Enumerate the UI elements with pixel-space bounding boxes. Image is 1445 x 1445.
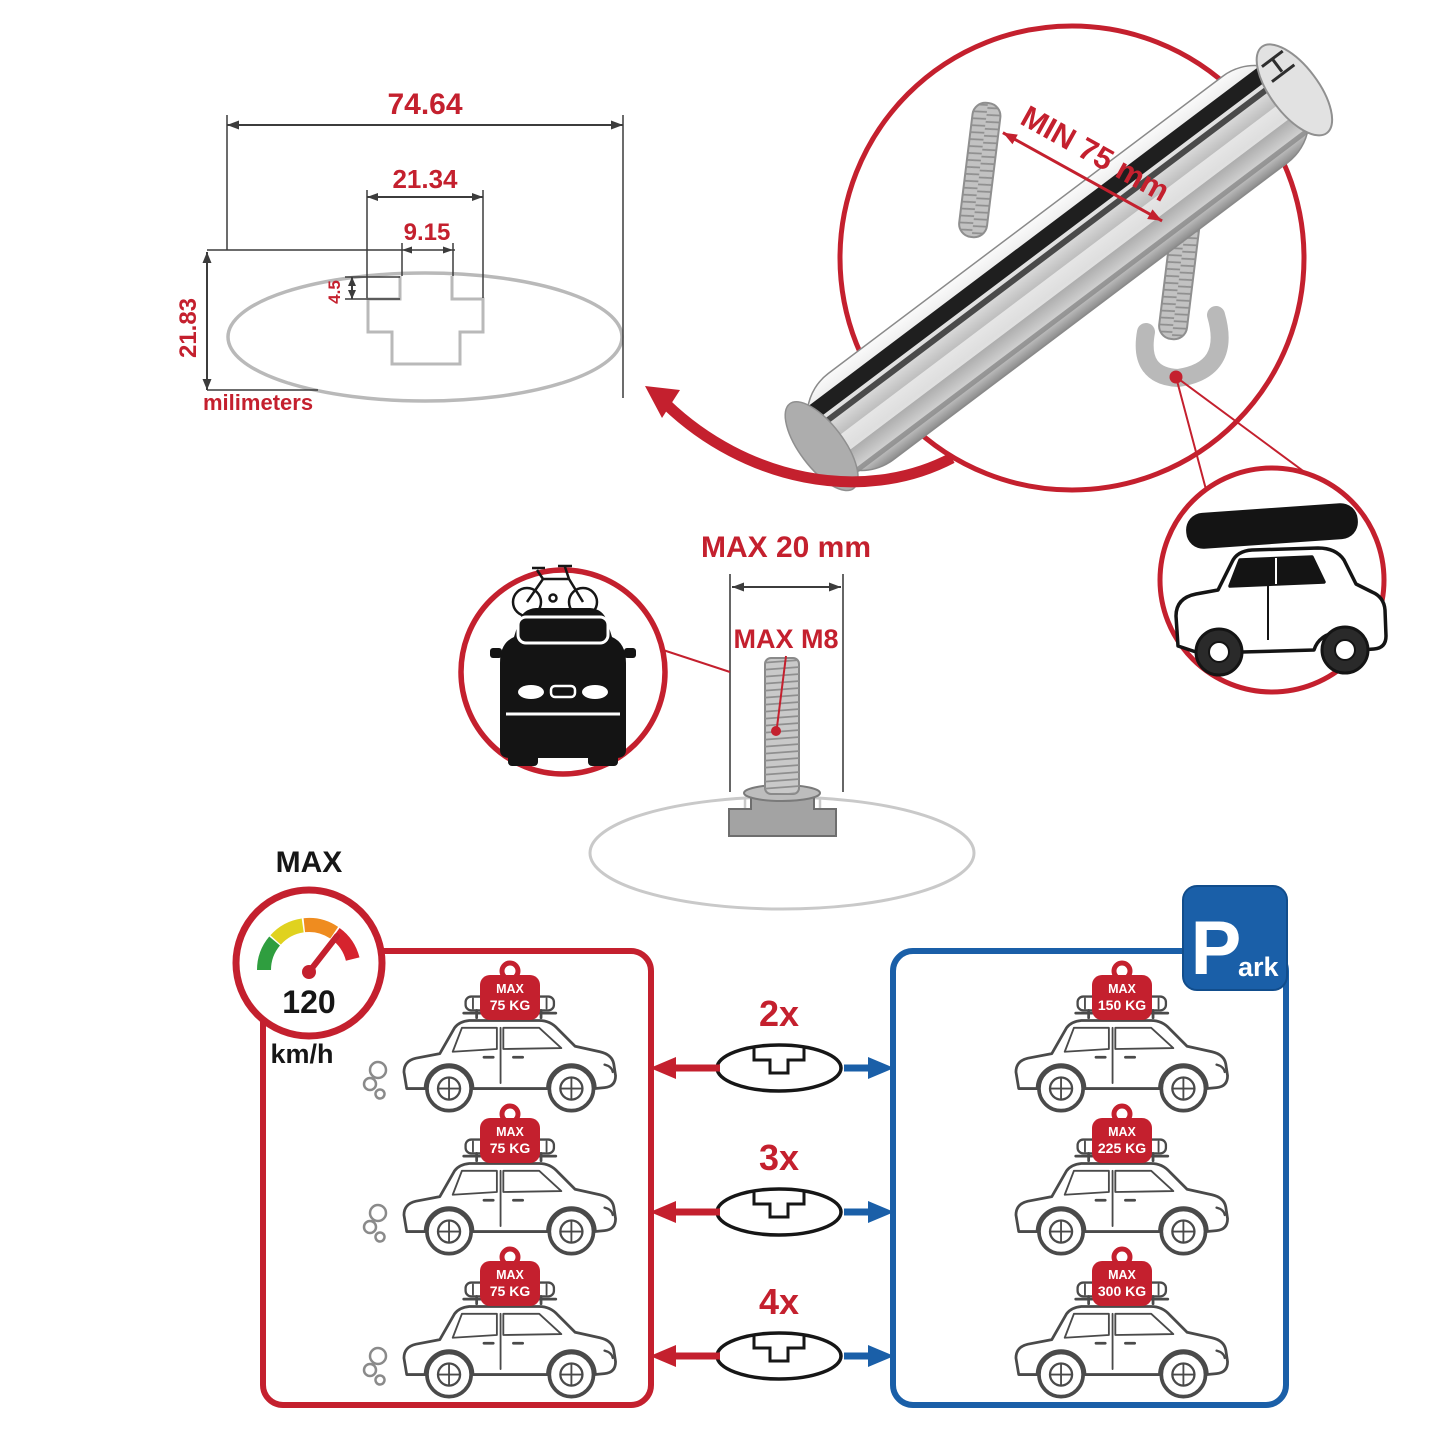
load-tag-line2: 225 KG xyxy=(1098,1140,1146,1156)
arrow-to-driving xyxy=(650,1345,720,1367)
aluminum-crossbar xyxy=(784,43,1334,492)
load-tag: MAX 75 KG xyxy=(480,1106,540,1163)
roof-cargo-box xyxy=(1186,503,1358,549)
load-tag-line2: 75 KG xyxy=(490,1140,531,1156)
crossbar-cross-section-ellipse xyxy=(226,271,624,403)
callout-line-1 xyxy=(1175,376,1209,498)
profile-dimension-diagram: 74.64 21.34 9.15 21.83 4.5 milimeters xyxy=(175,88,624,415)
bike-rack-use-case xyxy=(458,564,668,777)
parking-sign-letter: P xyxy=(1191,906,1242,991)
speed-units: km/h xyxy=(270,1039,333,1069)
load-tag-line1: MAX xyxy=(496,1125,524,1139)
crossbar-count-label: 2x xyxy=(759,993,799,1034)
dim-total-height-label: 21.83 xyxy=(175,298,202,358)
load-tag: MAX 150 KG xyxy=(1092,963,1152,1020)
gauge-needle xyxy=(306,933,340,975)
load-tag-line1: MAX xyxy=(1108,982,1136,996)
arrow-to-driving xyxy=(650,1201,720,1223)
crossbar-channel-groove xyxy=(800,61,1277,424)
thread-leader-line xyxy=(776,655,787,728)
load-tag: MAX 75 KG xyxy=(480,1249,540,1306)
detail-circle xyxy=(837,23,1307,493)
speed-value: 120 xyxy=(282,984,335,1020)
crossbar-count-label: 4x xyxy=(759,1281,799,1322)
bolt-length-label: MAX 20 mm xyxy=(701,531,871,564)
dimension-lines xyxy=(202,115,624,398)
crossbar-section-icon xyxy=(715,1331,843,1381)
speed-limit-label: MAX xyxy=(276,846,343,879)
load-tag: MAX 225 KG xyxy=(1092,1106,1152,1163)
bolt-threads xyxy=(765,658,799,794)
arrow-to-parked xyxy=(844,1057,894,1079)
load-tag: MAX 75 KG xyxy=(480,963,540,1020)
usage-comparison: MAX 120 km/h P ark MAX xyxy=(232,846,1289,1408)
units-label: milimeters xyxy=(203,390,313,415)
parking-sign-rest: ark xyxy=(1238,952,1280,982)
callout-line-2 xyxy=(1175,376,1311,477)
crossbar-section-icon xyxy=(715,1187,843,1237)
load-tag-line2: 75 KG xyxy=(490,1283,531,1299)
load-tag-line1: MAX xyxy=(1108,1125,1136,1139)
crossbar-count-label: 3x xyxy=(759,1137,799,1178)
end-cap-channel-glyph xyxy=(1261,49,1296,83)
arrow-to-parked xyxy=(844,1201,894,1223)
mounting-bolt-detail: MAX 20 mm MAX M8 xyxy=(458,531,976,911)
bolt-thread-label: MAX M8 xyxy=(733,624,838,654)
crossbar-section-icon xyxy=(715,1043,843,1093)
dim-channel-outer-label: 21.34 xyxy=(392,164,458,194)
car-front-silhouette xyxy=(490,608,636,766)
thread-leader-dot xyxy=(771,726,781,736)
bike-callout-line xyxy=(662,649,731,673)
speed-limit-gauge: MAX 120 km/h xyxy=(232,846,386,1069)
crossbar-render-detail: MIN 75 mm xyxy=(645,23,1388,695)
t-slot-channel-outline xyxy=(366,276,485,366)
arrow-to-parked xyxy=(844,1345,894,1367)
dim-channel-inner-label: 9.15 xyxy=(404,219,451,246)
detail-arrow-head xyxy=(645,386,680,418)
load-tag-line2: 75 KG xyxy=(490,997,531,1013)
load-tag-line1: MAX xyxy=(496,1268,524,1282)
arrow-to-driving xyxy=(650,1057,720,1079)
vehicle-roofbox-detail xyxy=(1157,465,1388,695)
crossbar-end-cap xyxy=(1255,43,1334,137)
u-bolt-clamp-front xyxy=(956,100,1003,240)
load-tag-line1: MAX xyxy=(1108,1268,1136,1282)
dim-total-width-label: 74.64 xyxy=(387,88,462,121)
gauge-circle xyxy=(232,886,386,1040)
parking-sign: P ark xyxy=(1182,885,1288,991)
gauge-hub xyxy=(302,965,316,979)
detail-arrow xyxy=(662,400,955,488)
load-tag-line1: MAX xyxy=(496,982,524,996)
load-tag-line2: 150 KG xyxy=(1098,997,1146,1013)
dim-channel-depth-label: 4.5 xyxy=(325,280,344,304)
bolt-dimension-lines xyxy=(729,574,844,792)
load-tag-line2: 300 KG xyxy=(1098,1283,1146,1299)
crossbar-count-column: 2x 3x 4x xyxy=(650,993,894,1381)
load-tag: MAX 300 KG xyxy=(1092,1249,1152,1306)
suv-illustration xyxy=(1174,546,1388,677)
parking-sign-plate xyxy=(1182,885,1288,991)
